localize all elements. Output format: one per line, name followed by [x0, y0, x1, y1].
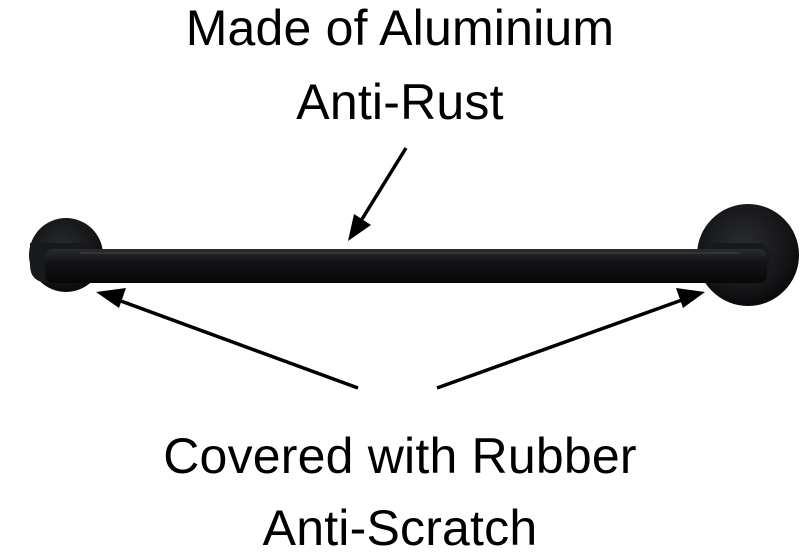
- material-callout-line1: Made of Aluminium: [185, 0, 615, 56]
- rubber-callout-line2: Anti-Scratch: [262, 500, 538, 556]
- towel-bar: [45, 249, 767, 283]
- rubber-callout-line1: Covered with Rubber: [163, 428, 637, 484]
- material-callout-line2: Anti-Rust: [296, 74, 504, 130]
- arrow-to-left-mount: [96, 288, 359, 390]
- arrow-to-bar: [348, 147, 408, 241]
- arrow-to-right-mount: [436, 288, 705, 390]
